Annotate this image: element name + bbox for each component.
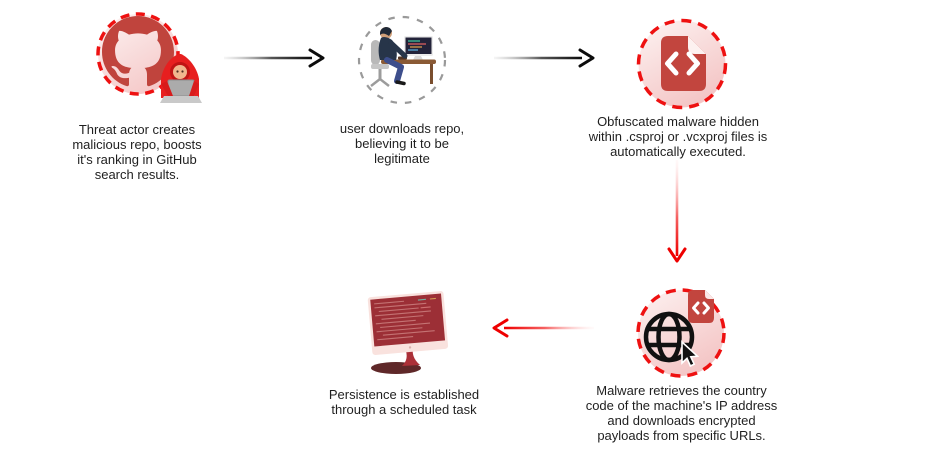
caption-line: Persistence is established	[328, 387, 480, 402]
caption-line: user downloads repo,	[339, 121, 465, 136]
caption-line: within .csproj or .vcxproj files is	[588, 129, 768, 144]
code-file-icon	[636, 18, 728, 110]
github-octocat-icon	[102, 16, 174, 87]
caption-line: through a scheduled task	[331, 402, 477, 417]
caption-user-download: user downloads repo, believing it to be …	[317, 121, 487, 166]
infected-monitor-icon	[367, 291, 449, 374]
globe-cursor-code-icon	[636, 288, 726, 378]
caption-threat-actor: Threat actor creates malicious repo, boo…	[52, 122, 222, 182]
caption-line: automatically executed.	[610, 144, 746, 159]
cursor-icon	[681, 340, 700, 368]
caption-line: Malware retrieves the country	[596, 383, 767, 398]
caption-payload-download: Malware retrieves the country code of th…	[574, 383, 789, 443]
github-hacker-icon	[96, 12, 202, 103]
workstation-illustration	[370, 26, 436, 87]
caption-line: malicious repo, boosts	[72, 137, 202, 152]
caption-line: payloads from specific URLs.	[597, 428, 766, 443]
arrow-right-2	[494, 48, 595, 68]
user-at-desk-icon	[357, 15, 447, 105]
arrow-down	[667, 160, 687, 263]
caption-line: code of the machine's IP address	[585, 398, 778, 413]
caption-line: believing it to be	[355, 136, 449, 151]
small-code-file-icon	[688, 290, 714, 323]
arrow-left	[492, 318, 594, 338]
caption-malware-exec: Obfuscated malware hidden within .csproj…	[573, 114, 783, 159]
hacker-icon	[160, 54, 202, 103]
caption-persistence: Persistence is established through a sch…	[314, 387, 494, 417]
caption-line: legitimate	[374, 151, 430, 166]
caption-line: search results.	[94, 167, 180, 182]
caption-line: it's ranking in GitHub	[77, 152, 197, 167]
arrow-right-1	[224, 48, 325, 68]
malicious-file-glyph	[661, 36, 706, 91]
caption-line: and downloads encrypted	[607, 413, 756, 428]
caption-line: Threat actor creates	[78, 122, 196, 137]
caption-line: Obfuscated malware hidden	[597, 114, 759, 129]
